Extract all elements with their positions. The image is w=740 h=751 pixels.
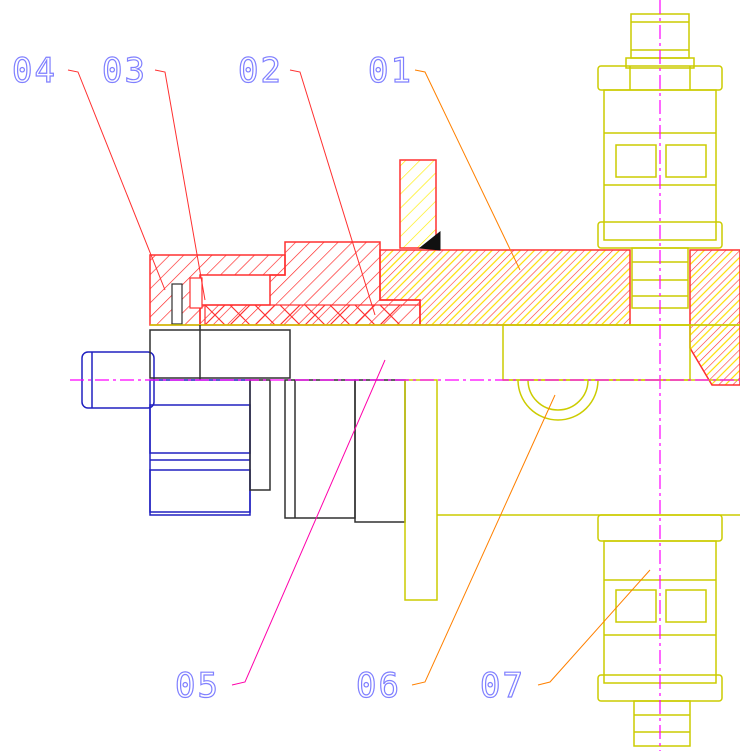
callout-03: 03 (102, 51, 147, 91)
callout-04: 04 (12, 51, 57, 91)
part-06-bracket (404, 379, 740, 601)
part-05-shaft (81, 324, 740, 409)
callout-01: 01 (368, 51, 413, 91)
leader-lines (67, 69, 651, 686)
callout-02: 02 (238, 51, 283, 91)
callout-labels: 04 03 02 01 05 06 07 (11, 50, 525, 706)
callout-06: 06 (356, 666, 401, 706)
centerlines (70, 0, 740, 751)
callout-05: 05 (175, 666, 220, 706)
lower-nut (149, 379, 271, 516)
part-01-body (379, 159, 740, 386)
part-02-sleeve (199, 241, 421, 326)
callout-07: 07 (480, 666, 525, 706)
